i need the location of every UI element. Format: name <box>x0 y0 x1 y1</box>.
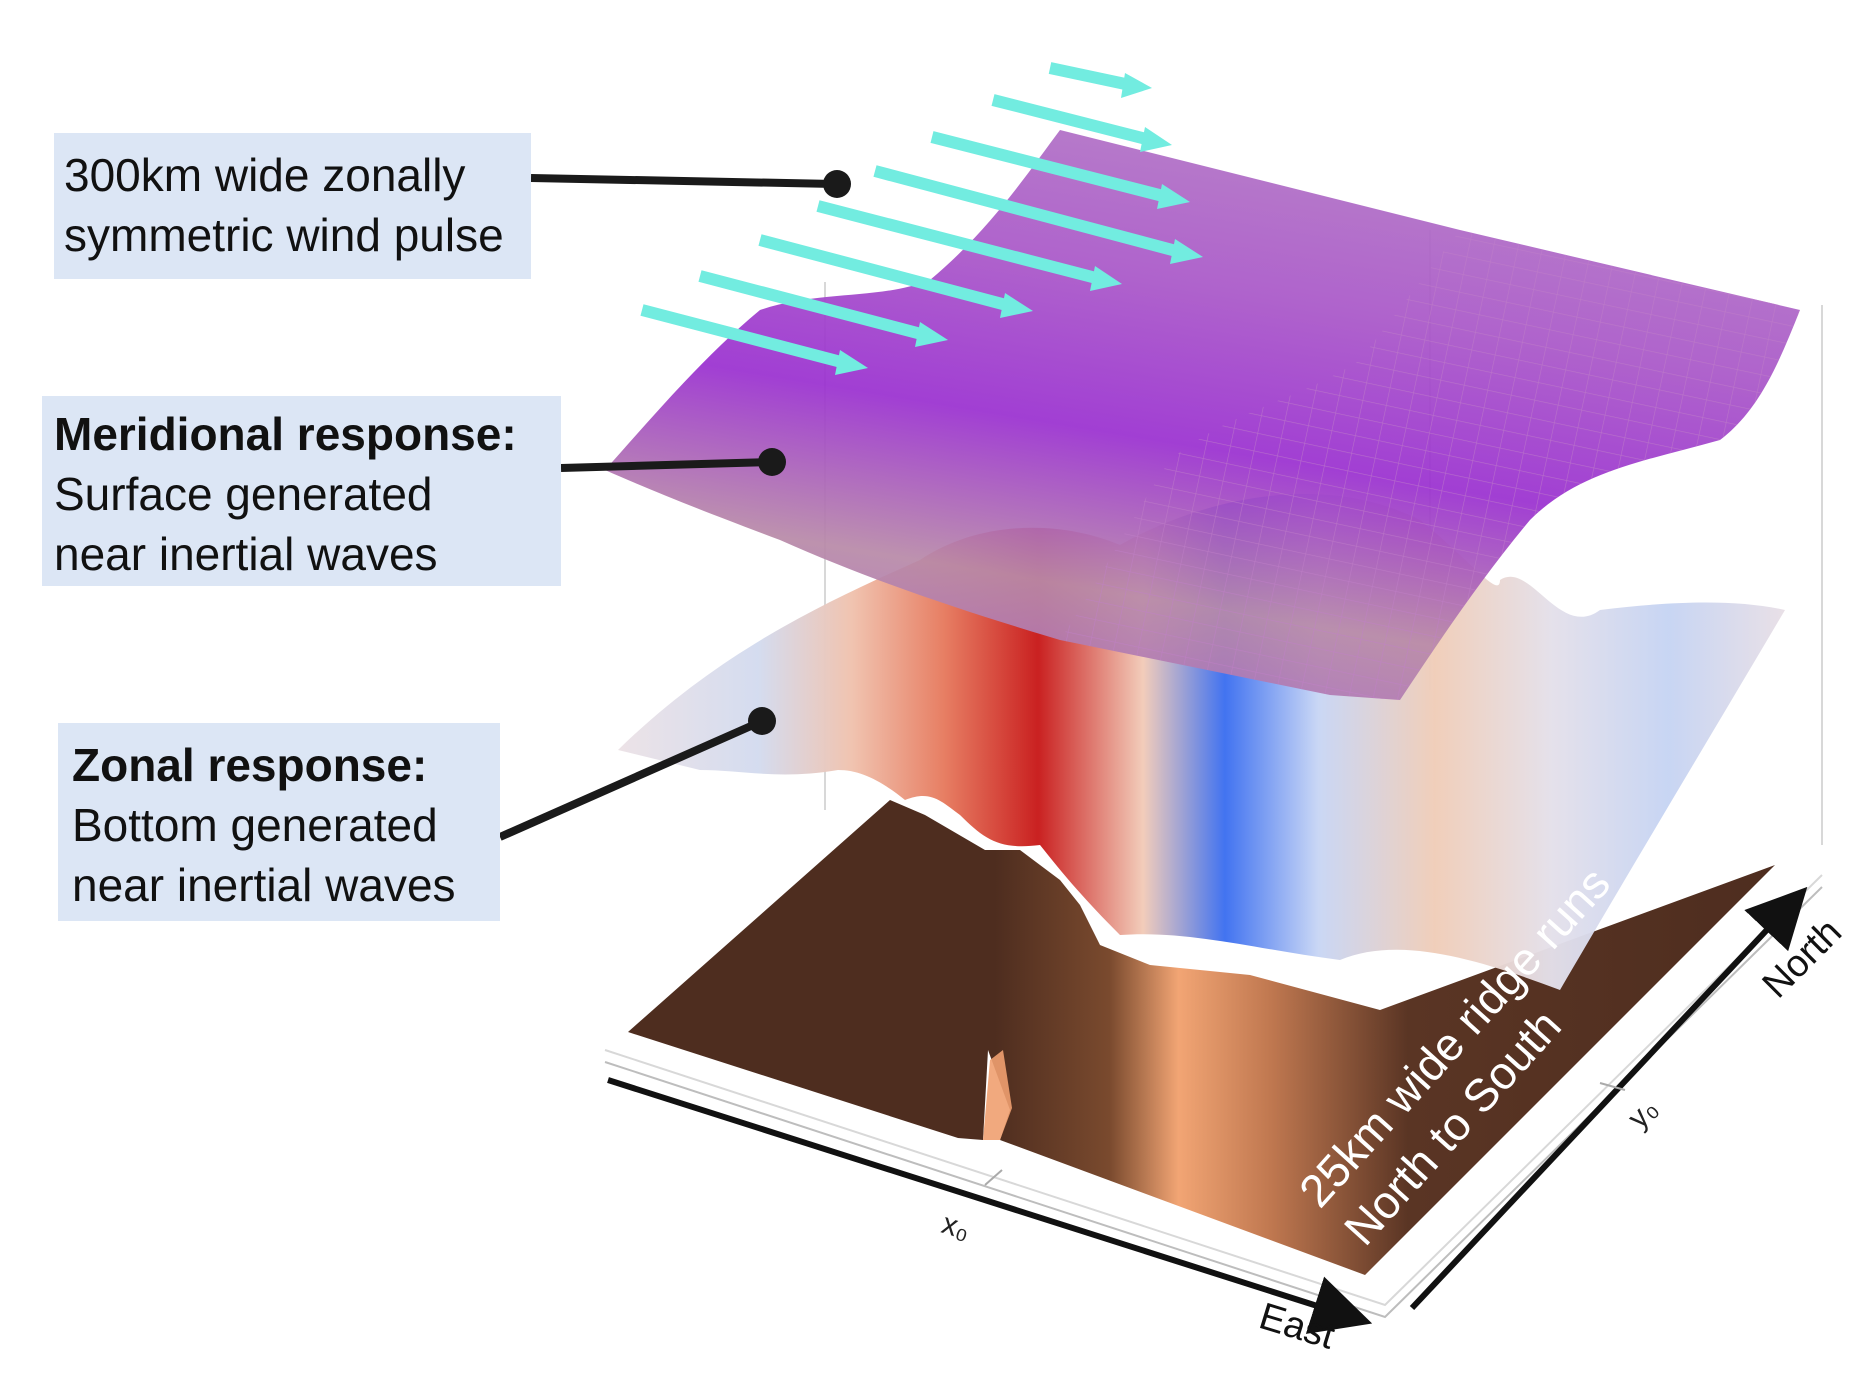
wind-callout-line2: symmetric wind pulse <box>64 209 504 261</box>
east-axis-label: East <box>1254 1295 1339 1358</box>
meridional-connector <box>560 458 771 472</box>
wind-arrows <box>640 62 1203 375</box>
meridional-connector-dot <box>758 448 786 476</box>
wind-arrow-6 <box>758 234 1033 318</box>
zonal-callout-line1: Bottom generated <box>72 799 438 851</box>
north-axis-arrow <box>1409 886 1808 1311</box>
east-axis-arrow <box>607 1077 1373 1334</box>
y0-tick-label: y₀ <box>1622 1092 1665 1135</box>
wind-arrow-5 <box>816 200 1122 291</box>
meridional-response-callout: Meridional response: Surface generated n… <box>42 396 561 586</box>
wind-arrow-3 <box>930 131 1190 209</box>
meridional-callout-title: Meridional response: <box>54 408 517 460</box>
callout-connectors <box>498 174 836 841</box>
zonal-response-callout: Zonal response: Bottom generated near in… <box>58 723 500 921</box>
zonal-callout-line2: near inertial waves <box>72 859 456 911</box>
zonal-response-surface <box>618 494 1785 990</box>
x0-tick-mark <box>984 1169 1003 1186</box>
wind-arrow-4 <box>873 165 1203 264</box>
zonal-connector <box>498 718 762 841</box>
x0-tick-label: x₀ <box>938 1207 974 1247</box>
wind-arrow-2 <box>991 94 1172 152</box>
zonal-connector-dot <box>748 707 776 735</box>
wind-arrow-8 <box>640 304 868 375</box>
wind-arrow-1 <box>1048 62 1152 98</box>
meridional-callout-line2: near inertial waves <box>54 528 438 580</box>
wind-connector <box>530 174 836 188</box>
meridional-mesh <box>1060 230 1800 700</box>
zonal-callout-title: Zonal response: <box>72 739 428 791</box>
wind-connector-dot <box>823 170 851 198</box>
ridge-crest <box>983 1050 1012 1140</box>
bottom-ridge-surface <box>628 800 1775 1275</box>
y0-tick-mark <box>1599 1082 1626 1091</box>
wind-callout-line1: 300km wide zonally <box>64 149 466 201</box>
wind-arrow-7 <box>698 270 948 347</box>
wind-pulse-callout: 300km wide zonally symmetric wind pulse <box>54 133 531 279</box>
meridional-callout-line1: Surface generated <box>54 468 433 520</box>
